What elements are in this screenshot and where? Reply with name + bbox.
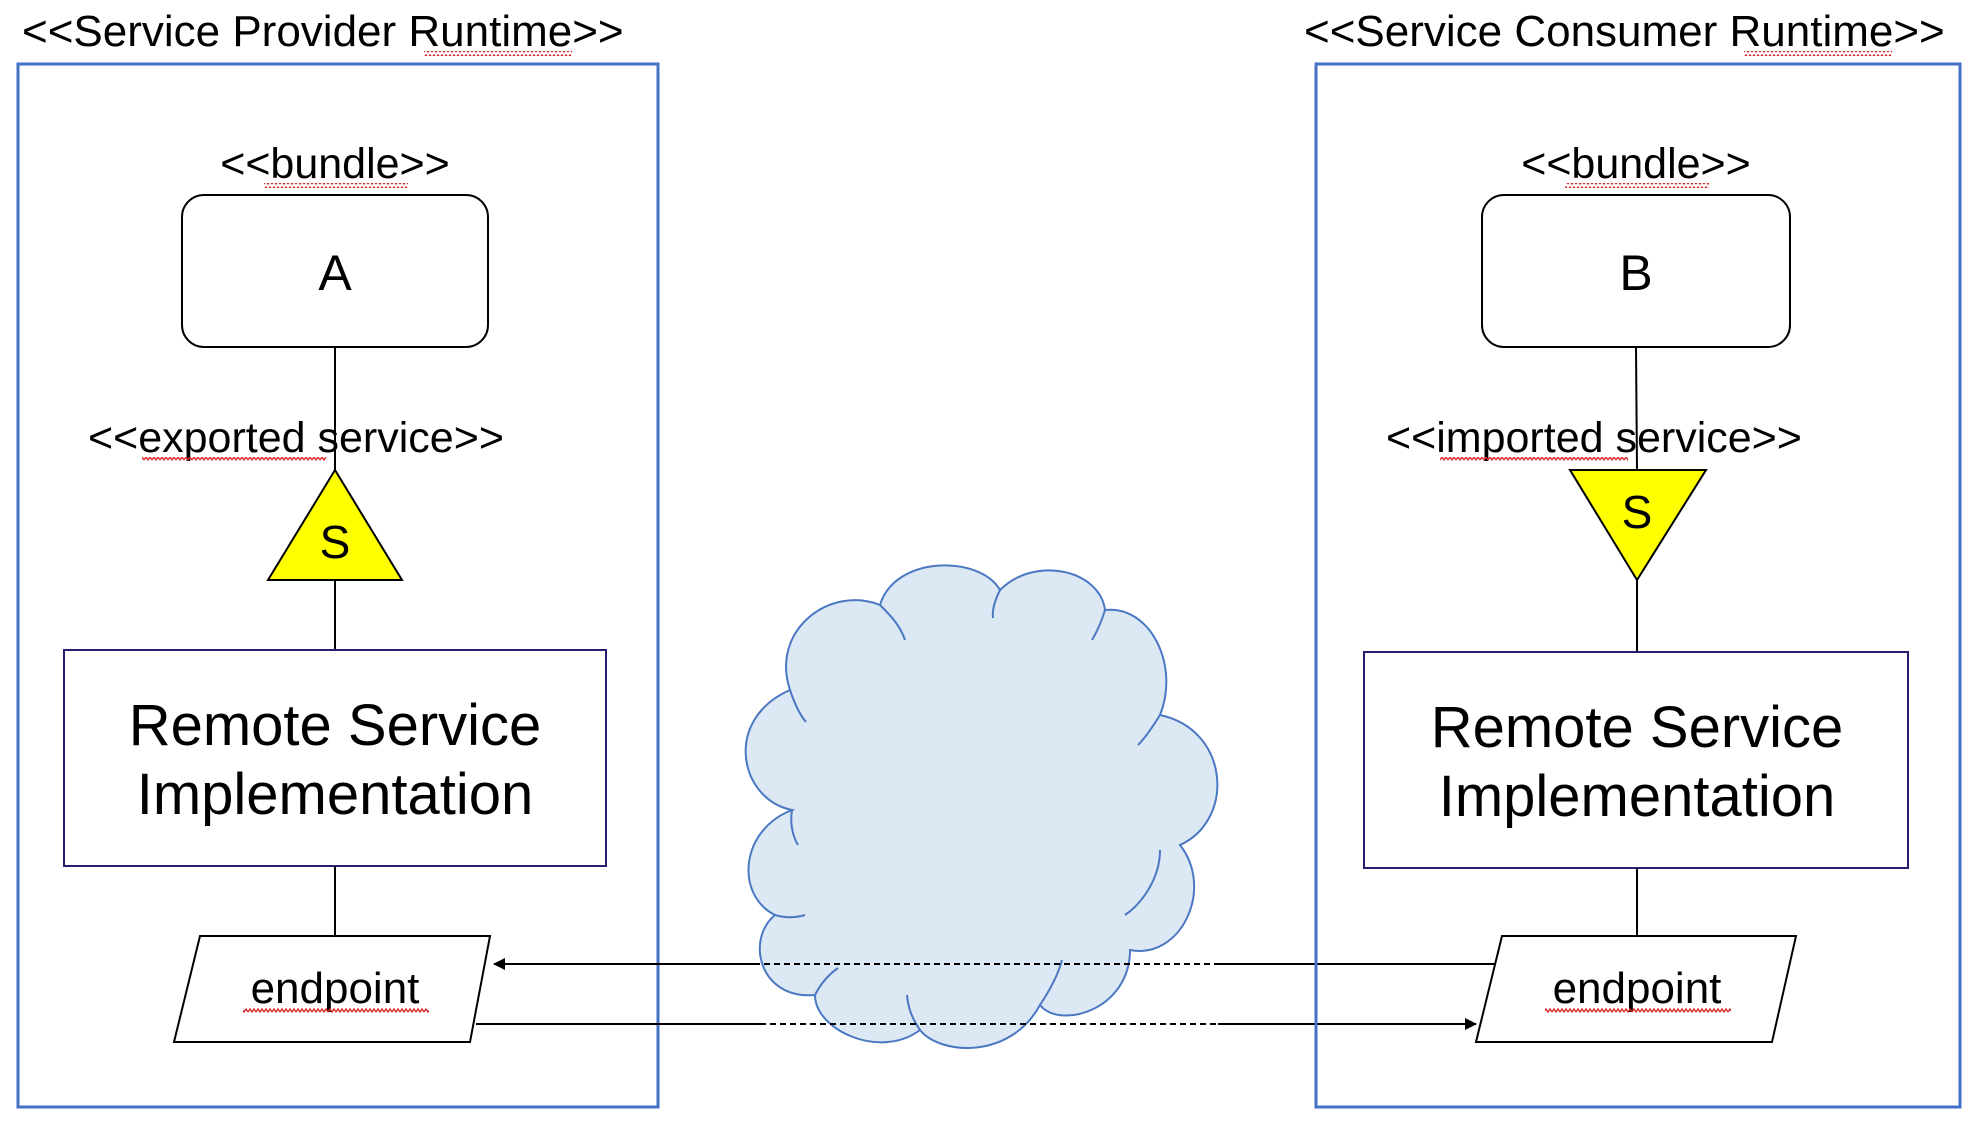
- cloud-detail: [789, 689, 807, 723]
- bundle-to-service-line: [1635, 346, 1638, 471]
- provider-rsi-line1: Remote Service: [129, 693, 542, 758]
- cloud-detail: [1039, 959, 1063, 1006]
- consumer-runtime-title: <<Service Consumer Runtime>>: [1304, 7, 1945, 56]
- provider-bundle-stereotype: <<bundle>>: [220, 140, 450, 188]
- spellcheck-underline: [1545, 1008, 1731, 1013]
- cloud-detail: [879, 604, 906, 641]
- consumer-bundle-stereotype: <<bundle>>: [1521, 140, 1751, 188]
- spellcheck-underline: [424, 51, 572, 56]
- spellcheck-underline: [142, 457, 326, 462]
- cloud-detail: [906, 994, 921, 1031]
- network-connections: [476, 958, 1496, 1030]
- exported-service-symbol: S: [320, 516, 351, 568]
- provider-endpoint-label: endpoint: [251, 964, 420, 1013]
- consumer-rsi-line2: Implementation: [1439, 764, 1836, 829]
- cloud-detail: [1124, 849, 1161, 916]
- spellcheck-underline: [1565, 183, 1709, 188]
- cloud-detail: [790, 809, 799, 846]
- network-cloud: [744, 564, 1219, 1049]
- provider-endpoint-shape: [172, 935, 492, 1043]
- cloud-detail: [774, 914, 806, 919]
- imported-service-triangle: [1568, 469, 1708, 582]
- spellcheck-underline: [243, 1008, 429, 1013]
- spellcheck-underline: [1440, 457, 1628, 462]
- provider-runtime-frame: [16, 62, 660, 1109]
- imported-service-symbol: S: [1622, 486, 1653, 538]
- spellcheck-underline: [1744, 51, 1892, 56]
- consumer-endpoint-label: endpoint: [1553, 964, 1722, 1013]
- consumer-rsi-box: [1363, 651, 1909, 869]
- cloud-detail: [1091, 609, 1106, 641]
- provider-rsi-box: [63, 649, 607, 867]
- cloud-detail: [1137, 714, 1161, 746]
- imported-service-stereotype: <<imported service>>: [1386, 414, 1802, 462]
- provider-rsi-line2: Implementation: [137, 762, 534, 827]
- cloud-detail: [814, 967, 839, 996]
- bundle-b-label: B: [1619, 245, 1652, 301]
- consumer-runtime: <<Service Consumer Runtime>> <<bundle>> …: [1304, 7, 1962, 1109]
- cloud-detail: [991, 589, 1001, 619]
- spellcheck-underline: [264, 183, 408, 188]
- cloud-shape: [744, 564, 1219, 1049]
- consumer-rsi-line1: Remote Service: [1431, 695, 1844, 760]
- consumer-endpoint-shape: [1474, 935, 1798, 1043]
- consumer-runtime-frame: [1314, 62, 1962, 1109]
- exported-service-stereotype: <<exported service>>: [88, 414, 504, 462]
- bundle-a-label: A: [318, 245, 352, 301]
- provider-runtime-title: <<Service Provider Runtime>>: [22, 7, 624, 56]
- provider-runtime: <<Service Provider Runtime>> <<bundle>> …: [16, 7, 660, 1109]
